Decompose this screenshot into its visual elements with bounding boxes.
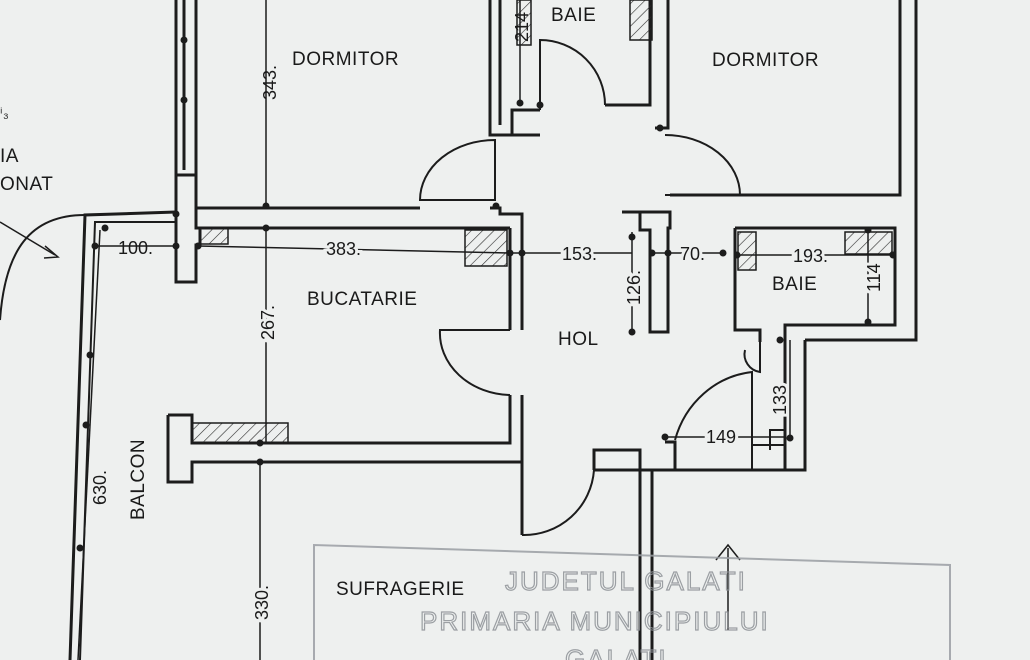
dim-153: 153. [562,244,597,264]
dimension-lines [77,0,893,660]
hatch-baie-right-left [737,231,757,271]
dim-383: 383. [326,239,361,259]
north-arrow-head [715,543,741,561]
room-label-baie-right: BAIE [772,274,817,295]
wall-to-hol-top [490,206,524,330]
dim-267: 267. [258,305,278,340]
hol-lower-wall-small [652,440,677,472]
door-baie-top [539,38,606,110]
room-label-dormitor-right: DORMITOR [712,50,819,71]
dim-149: 149 [706,427,736,447]
edge-text-line2: IA [0,146,19,167]
room-label-balcon: BALCON [128,439,149,520]
kitchen-bottom-wall-lower [166,395,524,484]
door-bucatarie [438,329,511,396]
dim-193: 193. [793,246,828,266]
door-dormitor-right [664,134,742,196]
door-hol-right [674,370,753,470]
room-label-bucatarie: BUCATARIE [307,289,417,310]
edge-text-line3: ONAT [0,174,53,195]
dim-330: 330. [252,585,272,620]
baie-top-right-wall-2 [655,0,670,130]
dimension-dots [76,36,897,552]
hol-right-column [622,210,672,334]
baie-right-cabinet [753,429,786,450]
doors [418,38,761,537]
dim-630: 630. [90,470,110,505]
stamp: JUDETUL GALATI PRIMARIA MUNICIPIULUI GAL… [313,543,951,660]
balcony-frame-outer [68,210,177,660]
dim-343: 343. [260,65,280,100]
left-outer-wall [174,0,198,177]
dim-126: 126. [624,270,644,305]
room-label-sufragerie: SUFRAGERIE [336,579,465,600]
dim-line-630 [77,229,101,660]
door-sufragerie [521,469,595,537]
room-label-baie-top: BAIE [551,5,596,26]
stamp-line3: GALATI [565,644,668,660]
dimension-labels: 343. 214 100. 383. 153. 126. 70. 193. 11… [87,12,887,623]
hatch-kitchen-right [464,229,508,267]
dim-100: 100. [118,238,153,258]
dim-line-383 [197,245,511,254]
right-outer-wall-2 [805,0,918,342]
dim-214: 214 [512,12,532,42]
edge-label: ⁱ₃ IA ONAT [0,105,60,259]
room-labels: DORMITOR DORMITOR BAIE BAIE BUCATARIE HO… [128,5,819,600]
room-label-hol: HOL [558,329,599,350]
baie-right-lower [785,340,807,472]
dim-114: 114 [864,263,884,292]
hatch-baie-top [629,0,653,41]
dim-133: 133 [770,385,790,415]
hatch-kitchen-bottom [191,422,289,444]
right-outer-wall [670,0,902,197]
dim-70: 70. [680,244,705,264]
door-baie-right [743,342,761,374]
room-label-dormitor-left: DORMITOR [292,49,399,70]
stamp-border [313,543,951,660]
door-dormitor-left [418,138,496,201]
balcony-curve [0,214,86,321]
edge-leader-line [0,221,56,256]
edge-text-line1: ⁱ₃ [0,105,9,121]
hatch-kitchen-left [199,227,229,245]
edge-leader-arrow [43,245,60,259]
stamp-line2: PRIMARIA MUNICIPIULUI [420,606,770,636]
stamp-line1: JUDETUL GALATI [505,566,747,596]
baie-right-walls [735,226,897,470]
baie-right-walls-inner [733,228,762,342]
